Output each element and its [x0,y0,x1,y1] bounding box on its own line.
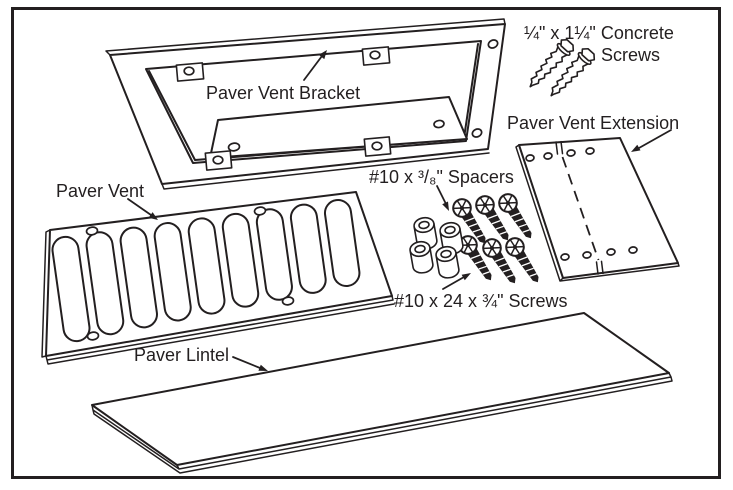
paver-lintel-drawing [91,312,673,474]
concrete-screws-label-line1: ¼" x 1¼" Concrete [524,23,674,43]
paver-vent-bracket-drawing [105,18,506,190]
paver-lintel-label: Paver Lintel [134,345,229,365]
paver-vent-extension-label: Paver Vent Extension [507,113,679,133]
paver-vent-drawing [41,191,395,365]
spacers-label: #10 x ³/₈" Spacers [369,167,514,187]
paver-vent-bracket-label: Paver Vent Bracket [206,83,360,103]
paver-vent-extension-drawing [515,137,680,282]
concrete-screws-label-line2: Screws [601,45,660,65]
paver-vent-label: Paver Vent [56,181,144,201]
leader-arrows [127,50,672,371]
machine-screws-label: #10 x 24 x ¾" Screws [394,291,567,311]
